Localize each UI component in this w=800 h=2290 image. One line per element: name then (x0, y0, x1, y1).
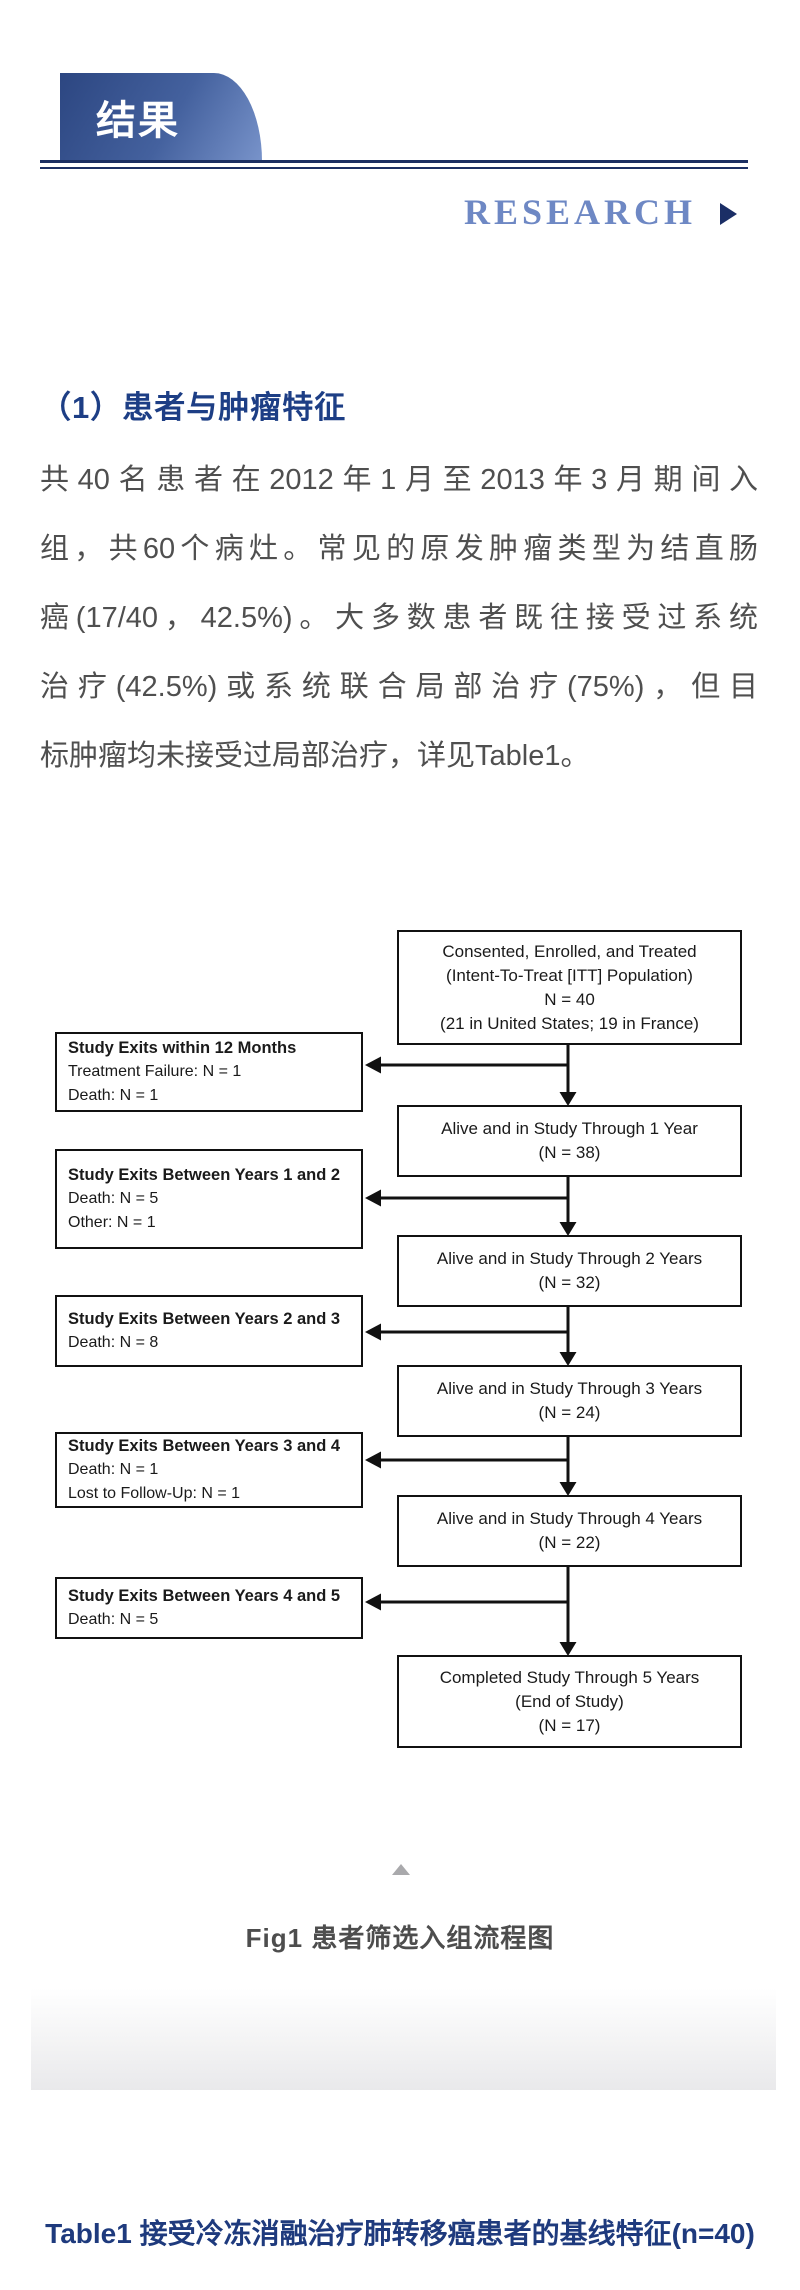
table-title: Table1 接受冷冻消融治疗肺转移癌患者的基线特征(n=40) (45, 2218, 755, 2249)
collapse-triangle-icon (392, 1864, 410, 1875)
exit-box-line: Death: N = 1 (68, 1087, 159, 1104)
research-arrow-icon (720, 203, 737, 225)
flow-box-line: (21 in United States; 19 in France) (440, 1013, 699, 1033)
exit-box-line: Treatment Failure: N = 1 (68, 1063, 242, 1080)
flow-box-line: Alive and in Study Through 3 Years (436, 1379, 703, 1398)
flow-box-completed: Completed Study Through 5 Years (End of … (397, 1655, 742, 1748)
banner-title: 结果 (96, 98, 180, 143)
flow-box-year3: Alive and in Study Through 3 Years (N = … (397, 1365, 742, 1437)
exit-box-line: Death: N = 5 (68, 1190, 159, 1207)
exit-box-line: Death: N = 8 (68, 1334, 159, 1351)
paragraph-line: 标肿瘤均未接受过局部治疗，详见Table1。 (40, 740, 590, 772)
flow-box-line: (N = 32) (538, 1273, 601, 1292)
flow-box-line: (N = 17) (538, 1715, 601, 1735)
paragraph-line: 共40名患者在2012年1月至2013年3月期间入 (40, 464, 758, 496)
flow-box-line: (End of Study) (515, 1691, 624, 1711)
paragraph-line: 组，共60个病灶。常见的原发肿瘤类型为结直肠 (40, 533, 758, 565)
exit-box-years-1-2: Study Exits Between Years 1 and 2 Death:… (55, 1149, 363, 1249)
exit-box-line: Death: N = 1 (68, 1461, 159, 1478)
flow-box-enrolled: Consented, Enrolled, and Treated (Intent… (397, 930, 742, 1045)
results-banner: 结果 (60, 73, 262, 161)
exit-box-line: Other: N = 1 (68, 1214, 156, 1231)
figure-caption: Fig1 患者筛选入组流程图 (245, 1923, 555, 1953)
flow-box-line: Alive and in Study Through 1 Year (441, 1119, 698, 1138)
exit-box-title: Study Exits Between Years 4 and 5 (68, 1587, 341, 1605)
flow-box-line: (Intent-To-Treat [ITT] Population) (446, 965, 693, 985)
exit-box-years-3-4: Study Exits Between Years 3 and 4 Death:… (55, 1432, 363, 1508)
exit-box-years-4-5: Study Exits Between Years 4 and 5 Death:… (55, 1577, 363, 1639)
flow-box-year4: Alive and in Study Through 4 Years (N = … (397, 1495, 742, 1567)
flow-box-line: N = 40 (544, 989, 595, 1009)
flow-box-line: Completed Study Through 5 Years (439, 1667, 700, 1687)
flow-box-line: Consented, Enrolled, and Treated (442, 941, 697, 961)
research-header: RESEARCH (464, 190, 737, 234)
exit-box-line: Lost to Follow-Up: N = 1 (68, 1485, 241, 1502)
exit-box-years-2-3: Study Exits Between Years 2 and 3 Death:… (55, 1295, 363, 1367)
table-preview-band (31, 1988, 776, 2090)
exit-box-12-months: Study Exits within 12 Months Treatment F… (55, 1032, 363, 1112)
body-paragraph: 共40名患者在2012年1月至2013年3月期间入 组，共60个病灶。常见的原发… (40, 446, 758, 791)
header-rule-thick (40, 160, 748, 163)
flow-box-line: (N = 24) (538, 1403, 601, 1422)
flow-box-line: (N = 22) (538, 1533, 601, 1552)
exit-box-title: Study Exits within 12 Months (68, 1039, 297, 1057)
section-heading: （1）患者与肿瘤特征 (40, 390, 347, 425)
exit-box-title: Study Exits Between Years 3 and 4 (68, 1437, 341, 1455)
header-rule-thin (40, 167, 748, 169)
exit-box-title: Study Exits Between Years 2 and 3 (68, 1310, 341, 1328)
flow-box-year1: Alive and in Study Through 1 Year (N = 3… (397, 1105, 742, 1177)
exit-box-line: Death: N = 5 (68, 1611, 159, 1628)
flow-box-line: Alive and in Study Through 4 Years (436, 1509, 703, 1528)
flow-box-line: Alive and in Study Through 2 Years (436, 1249, 703, 1268)
flow-box-year2: Alive and in Study Through 2 Years (N = … (397, 1235, 742, 1307)
paragraph-line: 癌(17/40，42.5%)。大多数患者既往接受过系统 (40, 602, 758, 634)
flowchart-connectors (365, 1045, 577, 1656)
flow-box-line: (N = 38) (538, 1143, 601, 1162)
exit-box-title: Study Exits Between Years 1 and 2 (68, 1166, 341, 1184)
paragraph-line: 治疗(42.5%)或系统联合局部治疗(75%)，但目 (40, 671, 758, 703)
research-label: RESEARCH (463, 192, 696, 232)
